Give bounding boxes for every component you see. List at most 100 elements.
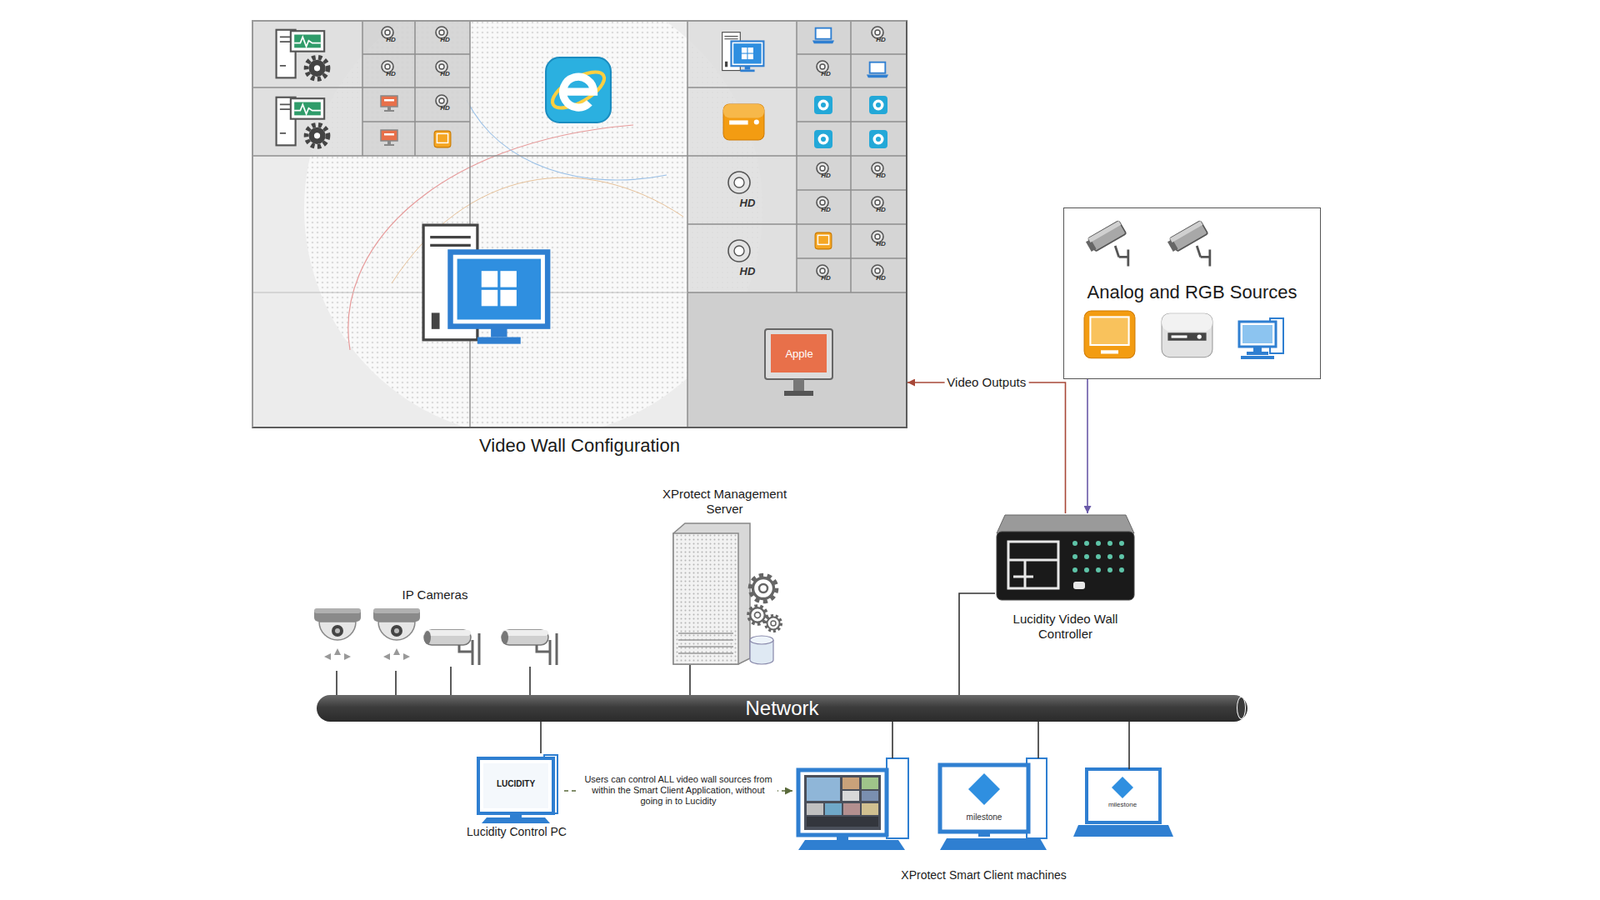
pc-icon [1239, 318, 1284, 360]
node-label: Analog and RGB Sources [1064, 281, 1320, 304]
video-wall-art [385, 30, 880, 274]
controller-art [1107, 567, 1113, 573]
hd-badge: HD [820, 206, 831, 214]
video-wall-art [439, 64, 445, 70]
control-pc-icon: Lucidity Control PC [474, 753, 560, 824]
video-wall-art [820, 165, 825, 171]
video-wall-art [875, 268, 880, 274]
node-label: Network [316, 696, 1248, 721]
video-wall-art [820, 64, 825, 70]
video-wall-art [875, 200, 880, 205]
video-wall-art [385, 30, 390, 35]
control-pc-art [481, 817, 550, 824]
controller-art [1095, 540, 1101, 546]
tile-grid [251, 20, 906, 429]
hd-badge: HD [820, 70, 831, 78]
camera-icon [869, 130, 888, 149]
node-label: Video Wall Configuration [479, 435, 680, 457]
recorder-icon [723, 104, 765, 140]
controller-art [996, 531, 1135, 600]
node-label: IP Cameras [402, 587, 469, 603]
hd-badge: HD [385, 36, 396, 44]
video-wall-art [439, 98, 445, 104]
video-wall-art [820, 200, 825, 205]
client-art [1086, 769, 1160, 823]
client-art [798, 721, 1174, 850]
globe [348, 125, 634, 350]
controller-art [1084, 567, 1090, 573]
hd-badge: HD [740, 197, 756, 209]
video-wall-art [875, 165, 880, 171]
video-thumbnails [861, 790, 879, 801]
monitor-icon [380, 130, 398, 146]
camera-icon [814, 130, 833, 149]
analog-camera [1085, 220, 1129, 267]
apple-monitor [765, 329, 833, 396]
video-wall-art [687, 292, 906, 429]
controller-art [1095, 567, 1101, 573]
browser-icon [545, 57, 611, 123]
logo-diamond [968, 773, 1000, 805]
laptop-icon [812, 28, 835, 45]
monitor-icon [380, 95, 398, 112]
laptop-icon [866, 62, 889, 79]
screen-text: Apple [785, 348, 813, 360]
hd-badge: HD [440, 105, 450, 112]
server-art [673, 533, 739, 665]
hd-badge: HD [875, 240, 886, 248]
node-label: Lucidity Control PC [466, 825, 567, 840]
control-pc-art [478, 755, 558, 824]
controller-art [1107, 554, 1113, 560]
video-thumbnails [806, 777, 879, 827]
video-wall-art [251, 0, 908, 438]
server-icon: XProtect Management Server [668, 520, 781, 665]
server-art [673, 523, 750, 665]
video-thumbnails [806, 816, 879, 827]
controller-art [1072, 540, 1125, 573]
controller-art [1072, 540, 1078, 546]
connector [689, 665, 691, 695]
node-label: XProtect Management Server [658, 486, 792, 517]
video-wall-art [820, 268, 825, 274]
bullet-camera [424, 630, 480, 665]
connector [959, 593, 995, 695]
camera-icon [814, 95, 833, 115]
client-art [836, 835, 849, 840]
video-wall-art [385, 64, 390, 70]
screen-text: milestone [966, 813, 1003, 822]
logo-diamond [1111, 776, 1134, 799]
camera-group: IP Cameras [306, 606, 564, 671]
connector [891, 721, 894, 759]
hd-badge: HD [875, 206, 886, 214]
controller-art [1119, 567, 1125, 573]
edge-label: Video Outputs [944, 375, 1029, 390]
controller-art [1095, 554, 1101, 560]
bullet-camera [501, 630, 557, 665]
analog-camera [1166, 220, 1210, 267]
hd-badge: HD [440, 70, 450, 78]
video-wall-art [734, 245, 745, 256]
connector [907, 382, 1066, 514]
video-thumbnails [806, 777, 840, 801]
video-wall-art [875, 30, 880, 35]
video-thumbnails [843, 803, 860, 815]
control-pc-art [483, 763, 549, 809]
client-art [978, 831, 990, 837]
video-wall-art [875, 234, 880, 240]
hd-badge: HD [440, 36, 450, 44]
server-icon [276, 97, 329, 147]
control-pc-art [510, 813, 522, 818]
video-thumbnails [861, 777, 879, 790]
media-icon [815, 232, 832, 250]
client-art [886, 758, 909, 839]
hd-badge: HD [740, 265, 756, 277]
video-wall-art [439, 30, 445, 35]
node-label: Lucidity Video Wall Controller [992, 611, 1139, 642]
client-art [940, 838, 1047, 850]
control-pc-art [478, 758, 554, 814]
controller-icon: Lucidity Video Wall Controller [995, 513, 1136, 602]
hd-badge: HD [875, 172, 886, 180]
